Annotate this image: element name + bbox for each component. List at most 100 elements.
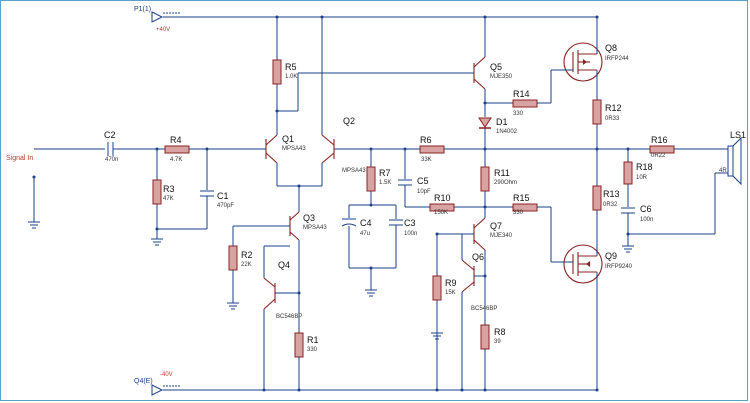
r4-value: 4.7K [170,157,182,163]
r3-ref: R3 [163,184,175,194]
d1-ref: D1 [496,117,508,127]
r9-ground-symbol [431,332,443,340]
input-ground-symbol [28,221,40,229]
ls1-ref: LS1 [730,130,746,140]
resistor-r9 [432,275,442,301]
q7-ref: Q7 [490,221,502,231]
c5-ref: C5 [417,176,429,186]
r2-value: 22K [241,262,252,268]
r16-ref: R16 [651,135,668,145]
q5-value: MJE350 [490,74,513,80]
input-net-label: Signal In [6,155,33,162]
r10-ref: R10 [434,193,451,203]
r8-value: 39 [494,339,501,345]
transistor-q1 [262,134,278,164]
resistor-r5 [272,59,282,85]
q9-ref: Q9 [605,251,617,261]
r3-ground-symbol [151,238,163,246]
c6-ref: C6 [640,204,652,214]
q6-ref: Q6 [472,252,484,262]
q8-ref: Q8 [605,43,617,53]
r7-extra-label: MPSA43 [342,168,366,174]
c3-ref: C3 [404,218,416,228]
c1-ref: C1 [217,191,229,201]
r13-ref: R13 [603,189,620,199]
c6-value: 100n [640,217,653,223]
r16-value: 0R22 [651,153,666,159]
r7-ref: R7 [379,168,391,178]
resistor-r12 [592,99,602,125]
r2-ref: R2 [241,250,253,260]
transistor-q2 [321,134,340,164]
r5-value: 1.0K [285,74,297,80]
r15-ref: R15 [513,193,530,203]
resistor-r8 [480,324,490,350]
top-net-label: P1(1) [134,6,151,13]
q1-value: MPSA43 [282,146,306,152]
q6-value: BC546BP [471,306,497,312]
q8-value: IRFP244 [605,56,629,62]
resistor-r13 [592,185,602,211]
top-rail [151,11,597,23]
q5-ref: Q5 [490,62,502,72]
r5-ref: R5 [285,62,297,72]
r1-value: 330 [307,347,318,353]
resistor-r2 [228,245,238,271]
resistor-r3 [152,179,162,205]
c2-value: 470n [105,157,118,163]
r6-ref: R6 [420,135,432,145]
resistor-r6 [419,145,445,154]
q1-ref: Q1 [282,134,294,144]
q2-ref: Q2 [343,116,355,126]
q3-ref: Q3 [303,213,315,223]
transistor-q6 [461,259,485,293]
c4-ref: C4 [360,218,372,228]
transistor-q5 [473,56,486,90]
r6-value: 33K [421,157,432,163]
r10-value: 150K [434,210,448,216]
bottom-net-label: Q4(E) [134,378,153,385]
q9-value: IRFP9240 [605,264,633,270]
transistor-q4 [263,277,299,310]
q4-value: BC546BP [276,314,302,320]
c2-ref: C2 [104,130,116,140]
capacitor-c2 [107,142,114,156]
r1-ref: R1 [307,335,319,345]
c3c4-ground-symbol [365,289,377,297]
output-ground-symbol [622,245,634,253]
resistor-r7 [366,166,376,192]
r11-value: 290Ohm [494,180,517,186]
q4-ref: Q4 [278,260,290,270]
r15-value: 330 [513,210,524,216]
r12-ref: R12 [605,103,622,113]
q3-value: MPSA43 [303,225,327,231]
r18-value: 10R [636,175,648,181]
transistor-q7 [473,217,486,251]
r2-ground-symbol [227,302,239,310]
r9-ref: R9 [445,278,457,288]
bottom-voltage-label: -40V [160,372,173,378]
r18-ref: R18 [636,162,653,172]
c5-value: 10pF [417,189,431,195]
resistor-r11 [480,166,490,192]
mosfet-q8 [563,42,603,82]
r3-value: 47K [163,196,174,202]
q7-value: MJE340 [490,233,513,239]
transistor-q3 [233,211,300,241]
resistor-r14 [512,99,538,108]
c1-value: 470pF [217,203,234,209]
r13-value: 0R32 [603,202,618,208]
r11-ref: R11 [494,168,510,178]
resistor-r4 [164,145,190,154]
resistor-r16 [649,145,675,154]
speaker-ls1 [727,136,742,186]
r8-ref: R8 [494,327,506,337]
r14-ref: R14 [513,89,530,99]
resistor-r1 [294,332,304,358]
mosfet-q9 [563,244,603,284]
r9-value: 15K [445,290,456,296]
c4-value: 47u [360,231,370,237]
bottom-rail [151,384,597,396]
